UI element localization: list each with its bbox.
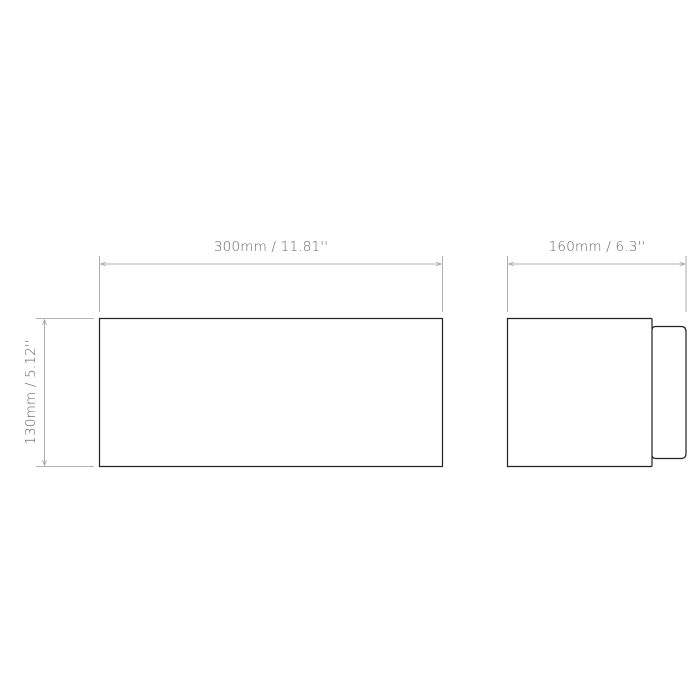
height-dimension-label: 130mm / 5.12'' [23,339,39,444]
width-dimension-label: 300mm / 11.81'' [214,239,328,255]
front-view-outline [98,317,444,468]
front-view: 300mm / 11.81'' 130mm / 5.12'' [23,239,444,468]
depth-dimension-label: 160mm / 6.3'' [549,239,646,255]
side-view-body-outline [506,317,652,468]
front-height-dimension: 130mm / 5.12'' [23,318,94,467]
front-width-dimension: 300mm / 11.81'' [99,239,443,312]
side-depth-dimension: 160mm / 6.3'' [507,239,687,312]
side-view: 160mm / 6.3'' [506,239,687,468]
side-view-backplate-outline [651,318,687,467]
